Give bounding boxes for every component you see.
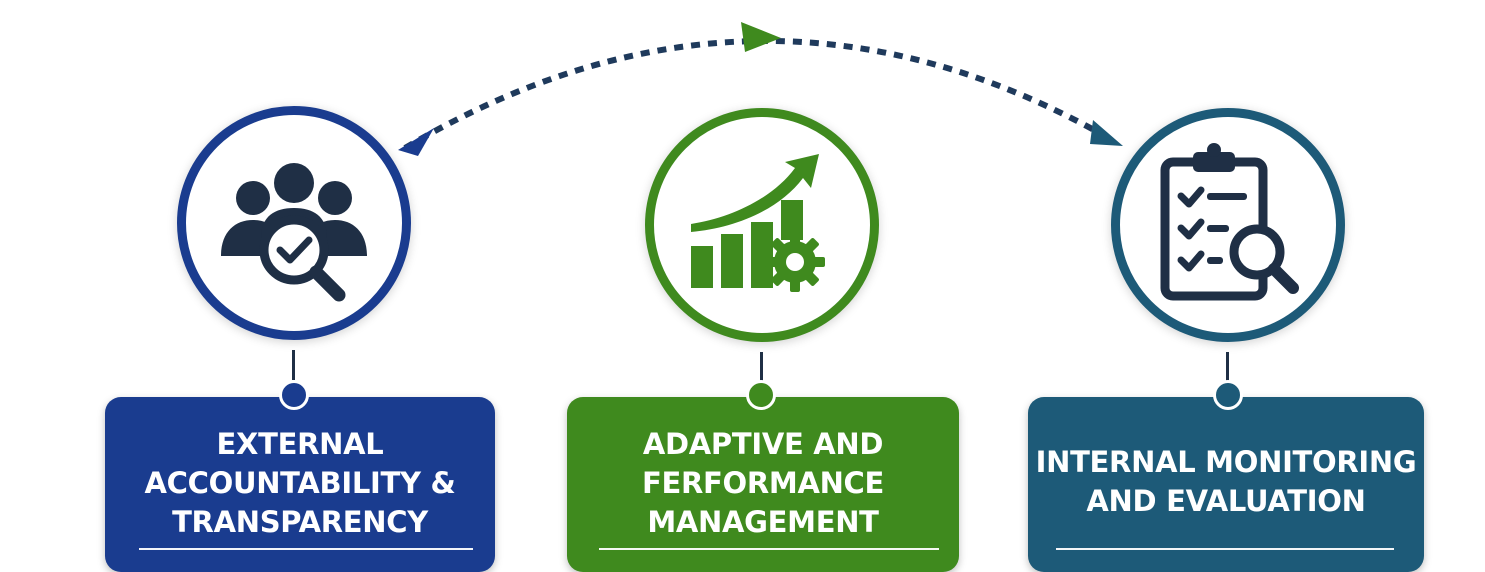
step-2-title-line-3: MANAGEMENT (647, 505, 879, 539)
step-1-title-line-1: EXTERNAL (216, 427, 384, 461)
step-1-stem (292, 350, 295, 380)
growth-chart-gear-icon (691, 154, 825, 292)
arc-arrowhead-left-icon (398, 128, 434, 156)
step-3-title-line-1: INTERNAL MONITORING (1035, 445, 1417, 479)
clipboard-checklist-magnifier-icon (1160, 143, 1299, 301)
step-1-node (279, 380, 309, 410)
step-2-icon-circle (645, 108, 879, 342)
people-magnifier-check-icon (221, 163, 367, 302)
step-3-title: INTERNAL MONITORING AND EVALUATION (1036, 443, 1417, 521)
step-2-node (746, 380, 776, 410)
step-1-title-line-2: ACCOUNTABILITY & (144, 466, 456, 500)
step-1-title: EXTERNAL ACCOUNTABILITY & TRANSPARENCY (145, 425, 456, 542)
step-3-icon-circle (1111, 108, 1345, 342)
step-1-title-line-3: TRANSPARENCY (172, 505, 428, 539)
step-1-underline (139, 548, 473, 550)
step-3-title-line-2: AND EVALUATION (1086, 484, 1366, 518)
step-1-icon-circle (177, 106, 411, 340)
step-2-title-line-1: ADAPTIVE AND (642, 427, 884, 461)
step-3-node (1213, 380, 1243, 410)
step-2-title: ADAPTIVE AND FERFORMANCE MANAGEMENT (642, 425, 884, 542)
step-3-card: INTERNAL MONITORING AND EVALUATION (1028, 397, 1424, 572)
step-3-stem (1226, 352, 1229, 382)
step-3-underline (1056, 548, 1394, 550)
arc-arrowhead-top-icon (741, 22, 781, 52)
step-2-underline (599, 548, 939, 550)
step-2-title-line-2: FERFORMANCE (641, 466, 885, 500)
step-1-card: EXTERNAL ACCOUNTABILITY & TRANSPARENCY (105, 397, 495, 572)
step-2-stem (760, 352, 763, 382)
arc-arrowhead-right-icon (1090, 120, 1123, 146)
step-2-card: ADAPTIVE AND FERFORMANCE MANAGEMENT (567, 397, 959, 572)
